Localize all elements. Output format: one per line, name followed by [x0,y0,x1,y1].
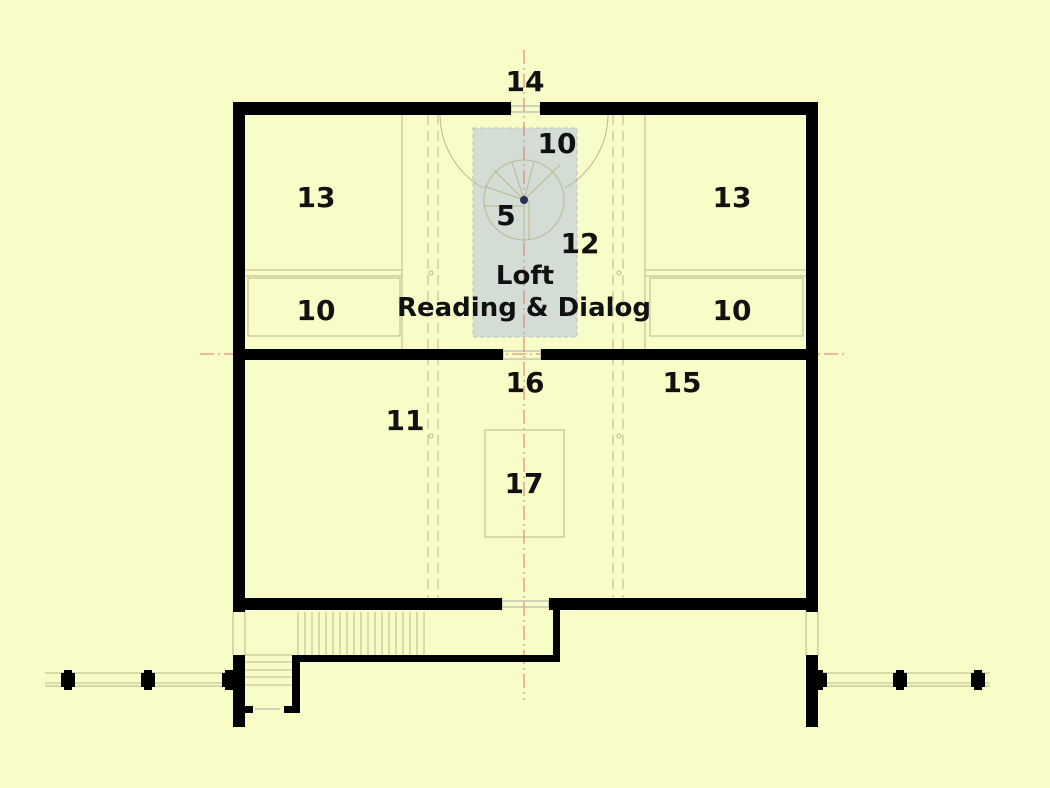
loft-title: Loft [496,261,554,291]
interior-lines [232,105,819,655]
label-13-right: 13 [713,181,752,214]
label-10-right: 10 [713,294,752,327]
label-5: 5 [496,199,515,232]
loft-subtitle: Reading & Dialog [397,293,651,323]
spiral-stair-post [520,196,528,204]
walls [233,102,818,727]
label-14: 14 [506,65,545,98]
entry-stairs [245,612,425,710]
room-17-outline [484,429,565,538]
beam-posts [428,270,622,439]
fence-right [818,670,990,690]
label-17: 17 [505,467,544,500]
loft-area [472,127,578,338]
fence-left [45,670,233,690]
label-13-left: 13 [297,181,336,214]
label-16: 16 [506,366,545,399]
label-11: 11 [386,404,425,437]
label-12: 12 [561,227,600,260]
label-10-left: 10 [297,294,336,327]
label-15: 15 [663,366,702,399]
label-10-stair: 10 [538,127,577,160]
